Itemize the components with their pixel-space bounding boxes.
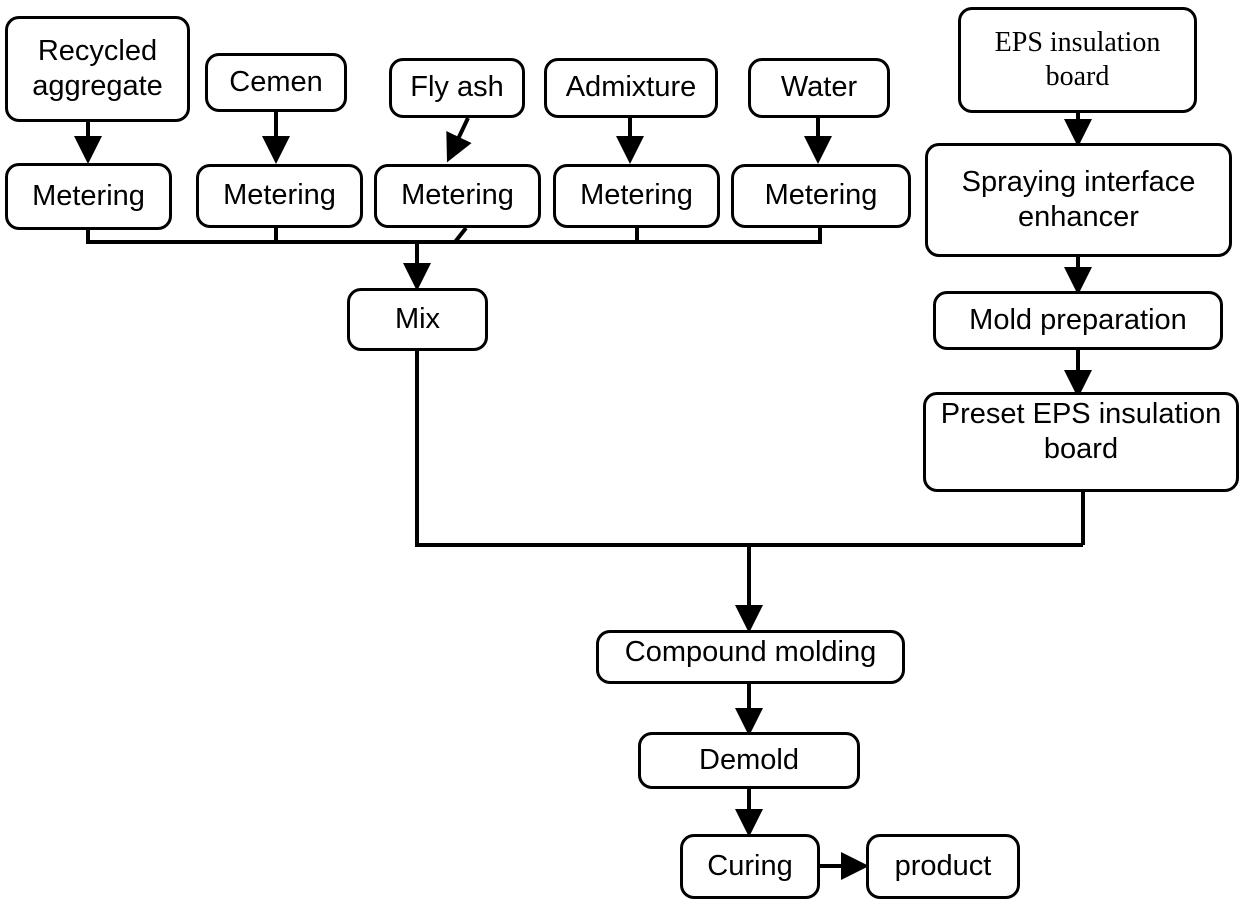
node-eps-insulation-board[interactable]: EPS insulation board — [958, 7, 1197, 113]
node-recycled-aggregate-label: Recycled aggregate — [32, 34, 163, 102]
node-metering-4-label: Metering — [580, 179, 693, 212]
node-metering-3-label: Metering — [401, 179, 514, 212]
node-metering-1[interactable]: Metering — [5, 163, 172, 230]
node-admixture-label: Admixture — [565, 71, 697, 104]
node-mold-preparation[interactable]: Mold preparation — [933, 291, 1223, 350]
node-metering-5[interactable]: Metering — [731, 164, 911, 228]
node-cement-label: Cemen — [229, 65, 323, 98]
node-spraying-interface-enhancer-label: Spraying interface enhancer — [961, 165, 1196, 233]
node-compound-molding-label: Compound molding — [624, 636, 877, 668]
node-preset-eps-insulation-board-label: Preset EPS insulation board — [940, 398, 1222, 466]
node-demold[interactable]: Demold — [638, 732, 860, 789]
node-product[interactable]: product — [866, 834, 1020, 899]
edge-metering3-stub — [453, 226, 468, 244]
edge-flyash-to-metering — [446, 117, 472, 163]
node-admixture[interactable]: Admixture — [544, 58, 718, 118]
node-metering-2-label: Metering — [223, 179, 336, 212]
node-spraying-interface-enhancer[interactable]: Spraying interface enhancer — [925, 143, 1232, 257]
node-curing[interactable]: Curing — [680, 834, 820, 899]
node-product-label: product — [894, 849, 992, 882]
node-mix[interactable]: Mix — [347, 288, 488, 351]
node-water-label: Water — [780, 71, 858, 104]
node-metering-1-label: Metering — [32, 179, 145, 212]
node-demold-label: Demold — [699, 743, 799, 776]
node-recycled-aggregate[interactable]: Recycled aggregate — [5, 16, 190, 122]
node-fly-ash-label: Fly ash — [410, 71, 504, 104]
node-mix-label: Mix — [394, 302, 441, 335]
node-metering-2[interactable]: Metering — [196, 164, 363, 228]
node-preset-eps-insulation-board[interactable]: Preset EPS insulation board — [923, 392, 1239, 492]
node-eps-insulation-board-label: EPS insulation board — [994, 26, 1161, 92]
node-curing-label: Curing — [707, 849, 793, 882]
node-metering-4[interactable]: Metering — [553, 164, 720, 228]
node-fly-ash[interactable]: Fly ash — [389, 58, 525, 118]
node-metering-3[interactable]: Metering — [374, 164, 541, 228]
node-water[interactable]: Water — [748, 58, 890, 118]
node-compound-molding[interactable]: Compound molding — [596, 630, 905, 684]
node-cement[interactable]: Cemen — [205, 53, 347, 112]
node-mold-preparation-label: Mold preparation — [969, 303, 1187, 336]
node-metering-5-label: Metering — [764, 179, 878, 212]
